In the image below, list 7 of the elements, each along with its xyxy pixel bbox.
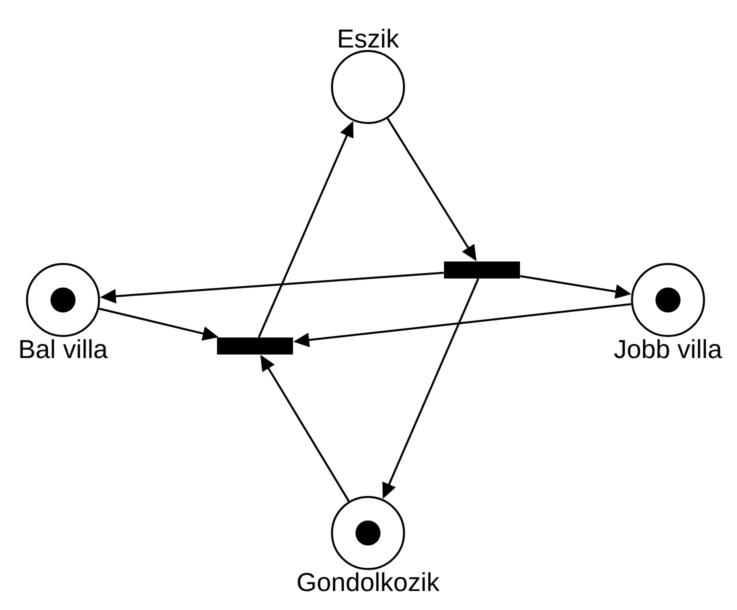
node-label: Jobb villa — [614, 339, 722, 358]
token-dot — [50, 288, 76, 312]
node-label: Gondolkozik — [298, 572, 440, 592]
token-dot — [656, 288, 680, 312]
node-label: Bal villa — [20, 339, 108, 358]
node-label: Eszik — [339, 28, 400, 48]
token-dot — [356, 520, 380, 546]
